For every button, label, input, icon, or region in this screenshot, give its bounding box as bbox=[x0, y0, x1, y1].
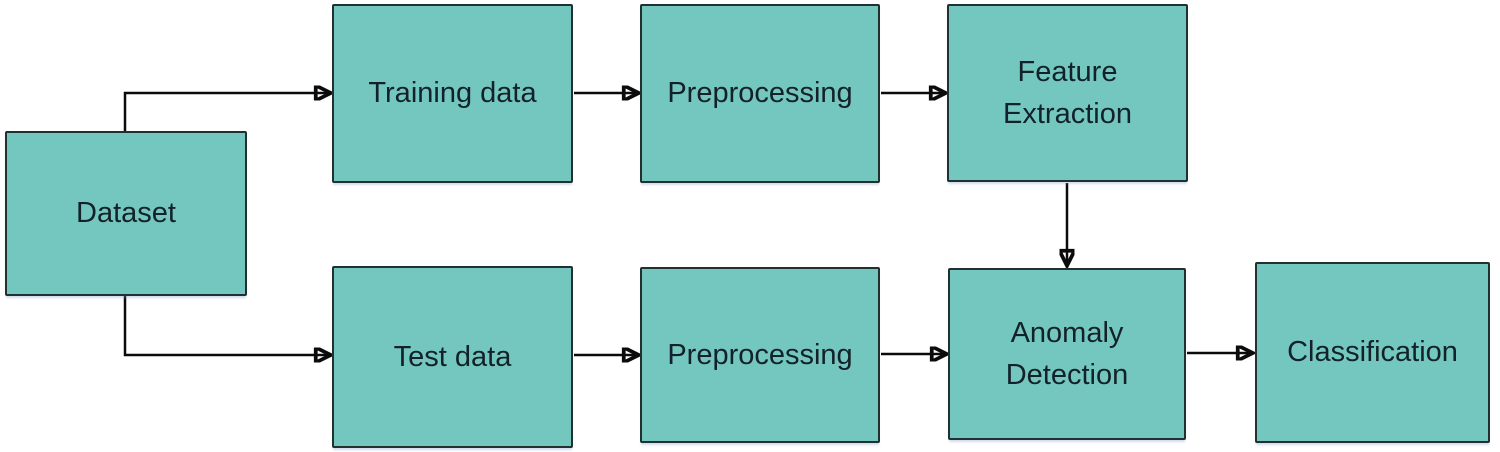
node-preprocessing-top: Preprocessing bbox=[640, 4, 880, 183]
edge-dataset-to-test-data bbox=[123, 296, 330, 355]
node-anomaly-detection-label: Anomaly Detection bbox=[1005, 316, 1129, 391]
node-dataset-label: Dataset bbox=[76, 197, 176, 230]
node-feature-extraction-label: Feature Extraction bbox=[1003, 55, 1132, 130]
node-classification-label: Classification bbox=[1287, 336, 1458, 369]
node-dataset: Dataset bbox=[5, 131, 247, 296]
node-training-data-label: Training data bbox=[368, 77, 537, 110]
node-classification: Classification bbox=[1255, 262, 1490, 443]
node-test-data: Test data bbox=[332, 266, 573, 448]
node-preprocessing-bottom: Preprocessing bbox=[640, 267, 880, 443]
node-feature-extraction: Feature Extraction bbox=[947, 4, 1188, 182]
node-training-data: Training data bbox=[332, 4, 573, 183]
node-preprocessing-bottom-label: Preprocessing bbox=[667, 338, 853, 371]
node-test-data-label: Test data bbox=[393, 340, 512, 373]
node-preprocessing-top-label: Preprocessing bbox=[667, 77, 853, 110]
edge-dataset-to-training-data bbox=[123, 93, 330, 131]
node-anomaly-detection: Anomaly Detection bbox=[948, 268, 1186, 440]
